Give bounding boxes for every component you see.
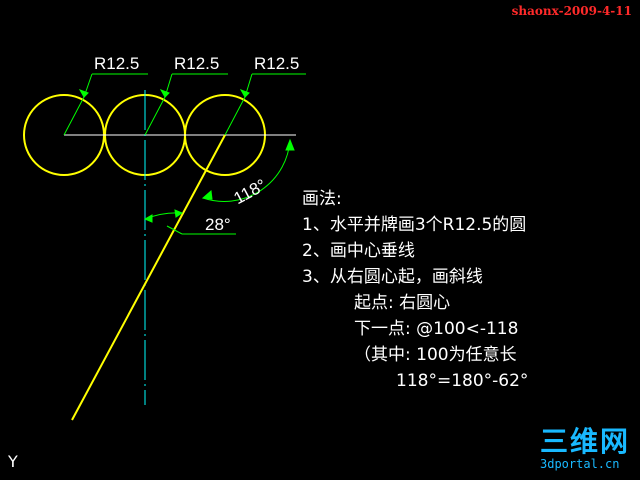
notes-step-2: 2、画中心垂线: [302, 241, 415, 261]
slanted-line: [71, 134, 226, 421]
notes-step-3: 3、从右圆心起，画斜线: [302, 267, 483, 287]
radius-leader-3: [224, 73, 306, 136]
method-notes: 画法: 1、水平并牌画3个R12.5的圆 2、画中心垂线 3、从右圆心起，画斜线…: [302, 186, 528, 394]
notes-remark: （其中: 100为任意长: [354, 345, 517, 365]
brand-name: 三维网: [540, 425, 631, 458]
notes-formula: 118°=180°-62°: [396, 371, 529, 391]
brand-logo: 三维网 3dportal.cn: [540, 428, 632, 472]
angle-118-dimension: [201, 138, 295, 202]
notes-step-1: 1、水平并牌画3个R12.5的圆: [302, 215, 527, 235]
radius-leader-2: [144, 73, 228, 136]
y-axis-indicator: Y: [8, 452, 18, 471]
radius-label-1: R12.5: [94, 54, 139, 73]
notes-next: 下一点: @100<-118: [354, 319, 519, 339]
radius-leader-1: [63, 73, 148, 136]
angle-118-label: 118°: [231, 175, 270, 208]
radius-label-3: R12.5: [254, 54, 299, 73]
angle-28-dimension: [143, 209, 236, 235]
radius-label-2: R12.5: [174, 54, 219, 73]
brand-url: 3dportal.cn: [540, 457, 620, 471]
angle-28-label: 28°: [205, 215, 231, 234]
watermark: shaonx-2009-4-11: [511, 4, 632, 18]
notes-start: 起点: 右圆心: [354, 293, 451, 313]
notes-title: 画法:: [302, 189, 342, 209]
